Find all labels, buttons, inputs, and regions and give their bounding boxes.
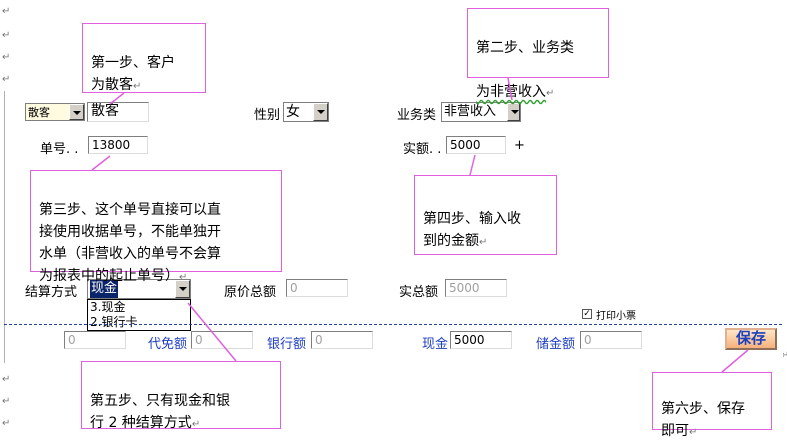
gender-label: 性别	[254, 108, 281, 123]
callout-step1-text: 第一步、客户 为散客	[91, 55, 175, 93]
settlement-label: 结算方式	[25, 285, 78, 300]
callout-step6-text: 第六步、保存 即可	[661, 401, 745, 439]
callout-step1: 第一步、客户 为散客↵	[82, 23, 206, 93]
callout-step3: 第三步、这个单号直接可以直 接使用收据单号，不能单独开 水单（非营收入的单号不会…	[30, 170, 282, 284]
callout-step4-text: 第四步、输入收 到的金额	[423, 211, 521, 249]
cash-field[interactable]: 5000	[450, 331, 512, 349]
callout-step5-text: 第五步、只有现金和银 行 2 种结算方式	[90, 393, 230, 431]
paragraph-mark: ↵	[781, 350, 787, 361]
bank-label: 银行额	[267, 337, 307, 352]
paragraph-mark: ↵	[2, 418, 11, 429]
customer-name-field[interactable]: 散客	[87, 102, 149, 122]
callout-step2-line1: 第二步、业务类	[476, 40, 574, 56]
order-no-field[interactable]: 13800	[88, 136, 148, 154]
paragraph-mark: ↵	[2, 374, 11, 385]
actual-total-label: 实总额	[399, 285, 439, 300]
stored-label: 储金额	[536, 337, 576, 352]
chevron-down-icon[interactable]	[507, 103, 520, 121]
cash-label: 现金	[422, 337, 449, 352]
discount-field[interactable]: 0	[64, 331, 126, 349]
settlement-value: 现金	[90, 280, 119, 298]
paragraph-mark: ↵	[133, 81, 142, 92]
business-type-label: 业务类	[397, 108, 437, 123]
paragraph-mark: ↵	[2, 52, 11, 63]
paragraph-mark: ↵	[2, 396, 11, 407]
gender-value: 女	[286, 104, 300, 120]
callout-step6: 第六步、保存 即可↵	[652, 372, 772, 439]
actual-amount-field[interactable]: 5000	[446, 136, 506, 154]
paragraph-mark: ↵	[2, 74, 11, 85]
bank-field[interactable]: 0	[311, 331, 373, 349]
paragraph-mark: ↵	[479, 237, 488, 248]
settlement-dropdown: 3.现金 2.银行卡	[87, 299, 191, 331]
callout-step2: 第二步、业务类 为非营收入↵	[467, 8, 609, 100]
settlement-option-cash[interactable]: 3.现金	[90, 300, 126, 314]
original-total-field[interactable]: 0	[286, 279, 348, 297]
order-no-label: 单号. .	[40, 142, 79, 157]
paragraph-mark: ↵	[546, 88, 555, 99]
chevron-down-icon[interactable]	[313, 103, 328, 121]
gender-select[interactable]: 女	[283, 102, 329, 122]
paragraph-mark: ↵	[2, 6, 11, 17]
stored-field[interactable]: 0	[580, 331, 642, 349]
business-type-select[interactable]: 非营收入	[441, 102, 521, 122]
divider	[4, 324, 782, 325]
chevron-down-icon[interactable]	[69, 104, 84, 120]
settlement-option-bank[interactable]: 2.银行卡	[90, 315, 138, 329]
customer-type-select[interactable]: 散客	[25, 103, 85, 121]
save-button[interactable]: 保存	[725, 328, 777, 350]
voucher-label: 代免额	[148, 337, 188, 352]
voucher-field[interactable]: 0	[191, 331, 253, 349]
print-receipt-checkbox[interactable]: ✓	[582, 309, 592, 319]
paragraph-mark: ↵	[191, 419, 201, 430]
callout-step3-text: 第三步、这个单号直接可以直 接使用收据单号，不能单独开 水单（非营收入的单号不会…	[39, 202, 221, 284]
callout-step5: 第五步、只有现金和银 行 2 种结算方式↵	[81, 361, 281, 431]
original-total-label: 原价总额	[224, 285, 277, 300]
paragraph-mark: ↵	[179, 272, 188, 283]
callout-step4: 第四步、输入收 到的金额↵	[414, 175, 557, 255]
settlement-select[interactable]: 现金	[87, 279, 191, 299]
paragraph-mark: ↵	[689, 427, 698, 438]
callout-step2-line2: 为非营收入	[476, 84, 546, 100]
paragraph-mark: ↵	[2, 30, 11, 41]
plus-sign: +	[514, 138, 525, 153]
actual-amount-label: 实额. .	[403, 142, 442, 157]
print-receipt-label: 打印小票	[596, 311, 636, 322]
chevron-down-icon[interactable]	[175, 280, 190, 298]
customer-type-value: 散客	[28, 106, 50, 119]
business-type-value: 非营收入	[444, 104, 497, 119]
actual-total-field[interactable]: 5000	[445, 279, 507, 297]
